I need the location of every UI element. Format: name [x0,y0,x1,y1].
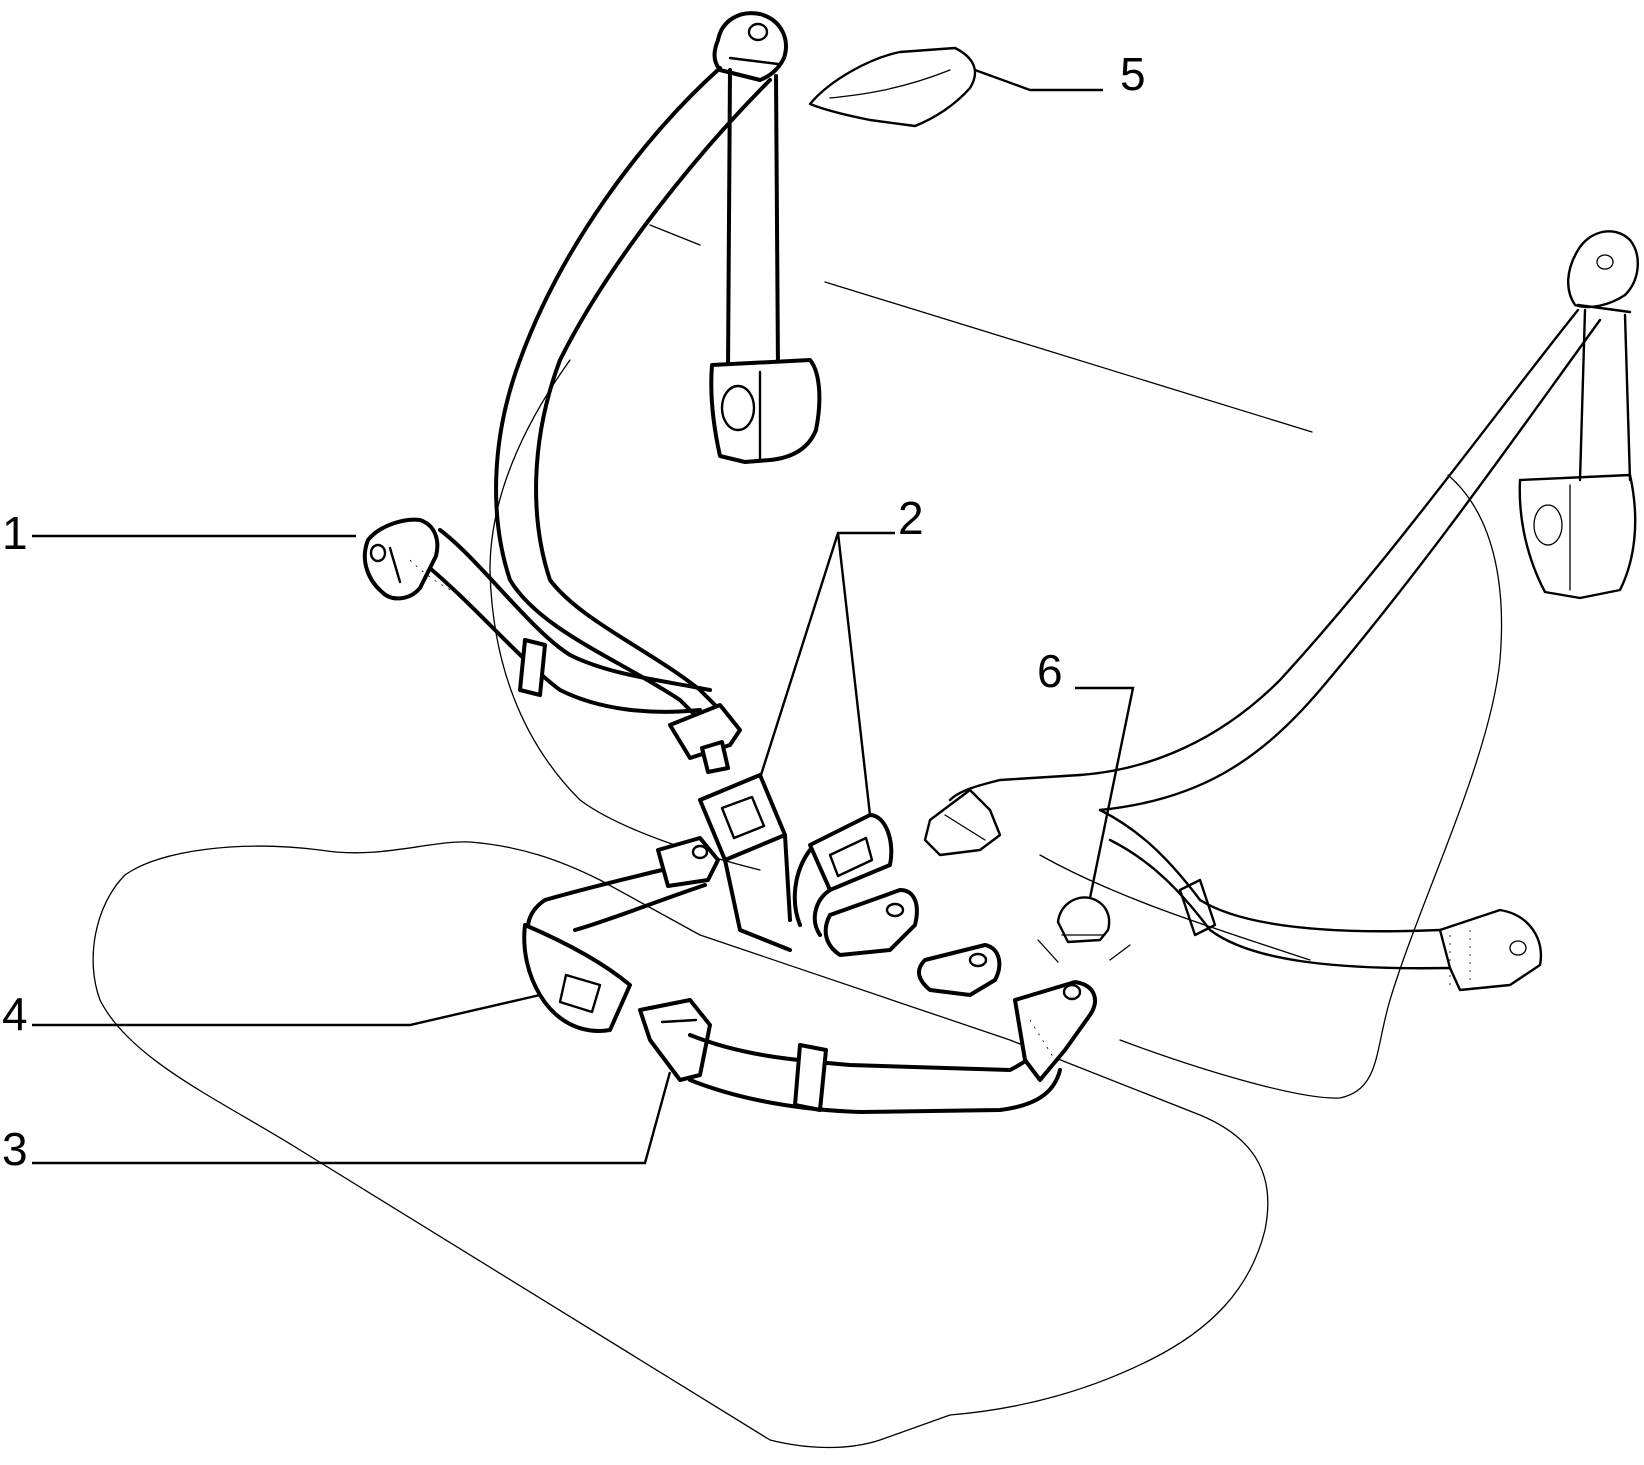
leader-3 [32,1071,672,1165]
seat-cushion-outline [92,841,1269,1449]
callout-3: 3 [2,1123,28,1175]
right-shoulder-belt [923,230,1639,992]
callout-labels: 1 2 3 4 5 6 [2,48,1146,1175]
center-buckles-2 [698,773,1002,997]
leader-5 [974,68,1103,92]
leader-6 [1075,686,1135,899]
lower-anchor-1 [362,517,471,601]
leader-lines [32,68,1135,1165]
leader-2 [758,531,895,816]
callout-2: 2 [898,492,924,544]
left-shoulder-belt [418,11,822,774]
callout-6: 6 [1037,645,1063,697]
seat-belt-cover-5 [808,46,977,128]
seat-back-outline [489,224,1503,1099]
center-lap-belt-4 [522,836,720,1033]
anchor-cap-6 [1037,896,1131,963]
center-lap-belt-3 [638,980,1097,1114]
callout-4: 4 [2,988,28,1040]
leader-4 [32,993,541,1027]
callout-1: 1 [2,507,28,559]
callout-5: 5 [1120,48,1146,100]
